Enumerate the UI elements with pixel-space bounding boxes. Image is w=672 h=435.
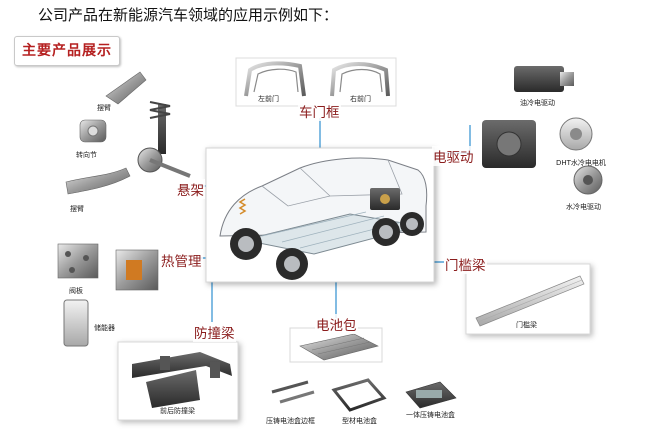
suspension-parts — [65, 71, 191, 195]
profile-box-shape — [331, 378, 387, 412]
category-crash-beam: 防撞梁 — [193, 322, 236, 342]
part-water-cooled-drive: 水冷电驱动 — [566, 203, 601, 211]
e-drive-parts — [482, 66, 603, 195]
part-valve-plate: 阀板 — [69, 287, 83, 295]
part-dht-motor: DHT水冷电电机 — [556, 159, 606, 167]
thermal-parts — [57, 243, 159, 347]
part-profile-battery-box: 型材电池盒 — [342, 417, 377, 425]
crash-beam-panel — [117, 341, 239, 421]
category-sill-beam: 门槛梁 — [444, 254, 487, 274]
part-front-rear-crash-beam: 前后防撞梁 — [160, 407, 195, 415]
category-door-frame: 车门框 — [298, 101, 341, 121]
central-car-panel — [205, 147, 435, 283]
part-front-right-door: 右前门 — [350, 95, 371, 103]
part-control-arm-bottom: 摆臂 — [70, 205, 84, 213]
sill-beam-panel — [465, 263, 591, 335]
part-steering-knuckle: 转向节 — [76, 151, 97, 159]
intro-text: 公司产品在新能源汽车领域的应用示例如下： — [38, 6, 339, 24]
control-arm-top-shape — [105, 71, 147, 105]
steering-knuckle-shape — [79, 119, 107, 143]
oil-cooled-drive-shape — [514, 66, 564, 92]
section-title-badge: 主要产品展示 — [14, 36, 120, 66]
control-arm-bottom-shape — [65, 167, 131, 195]
part-oil-cooled-drive: 油冷电驱动 — [520, 99, 555, 107]
part-accumulator: 储能器 — [94, 324, 115, 332]
category-battery-pack: 电池包 — [315, 314, 358, 334]
part-control-arm-top: 摆臂 — [97, 104, 111, 112]
battery-pack-parts — [271, 327, 457, 412]
door-frame-parts — [235, 57, 397, 107]
section-title: 主要产品展示 — [22, 43, 112, 59]
accumulator-shape — [63, 299, 89, 347]
part-integrated-cast-battery-box: 一体压铸电池盒 — [406, 411, 455, 419]
cast-frame-shape — [271, 380, 309, 394]
category-thermal: 热管理 — [160, 250, 203, 270]
valve-plate-shape — [57, 243, 99, 279]
part-front-left-door: 左前门 — [258, 95, 279, 103]
category-suspension: 悬架 — [176, 179, 205, 199]
part-sill-beam: 门槛梁 — [516, 321, 537, 329]
part-cast-battery-frame: 压铸电池盒边框 — [266, 417, 315, 425]
strut-assembly-shape — [137, 101, 191, 178]
category-e-drive: 电驱动 — [432, 146, 475, 166]
